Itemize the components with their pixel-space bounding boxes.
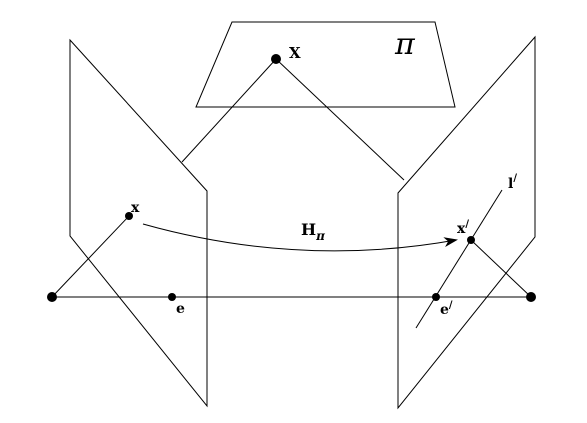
right-point-label: x/ (457, 219, 469, 237)
homography-label: Hπ (301, 220, 325, 243)
left-image-plane (69, 38, 208, 408)
right-camera-center (526, 292, 536, 302)
right-epipole-label: e/ (440, 300, 453, 318)
epipolar-line-label-main: l (508, 176, 513, 192)
ray-x-left (181, 58, 277, 163)
ray-right-camera-x-prime (470, 239, 532, 298)
right-point-label-main: x (457, 221, 466, 237)
right-epipole-dot (432, 293, 440, 301)
right-epipole-label-prime: / (449, 300, 453, 311)
ray-x-right (275, 58, 405, 181)
world-point-label: X (289, 44, 301, 62)
right-epipole-label-main: e (440, 302, 449, 318)
epipolar-line-label-prime: / (513, 173, 517, 184)
plane-pi (195, 21, 456, 108)
epipolar-line (415, 189, 503, 329)
left-image-point-dot (125, 212, 133, 220)
left-camera-center (47, 292, 57, 302)
left-epipole-label: e (176, 301, 185, 317)
right-image-point-dot (467, 236, 475, 244)
homography-arrow (142, 223, 458, 252)
world-point-dot (271, 54, 281, 64)
left-point-label: x (131, 200, 140, 216)
homography-label-main: H (301, 220, 316, 239)
homography-label-subscript: π (315, 229, 325, 243)
ray-left-camera-x (51, 215, 130, 298)
epipolar-line-label: l/ (508, 173, 517, 192)
plane-label: π (394, 27, 416, 62)
right-point-label-prime: / (465, 219, 469, 230)
left-epipole-dot (168, 293, 176, 301)
right-image-plane (397, 35, 536, 410)
